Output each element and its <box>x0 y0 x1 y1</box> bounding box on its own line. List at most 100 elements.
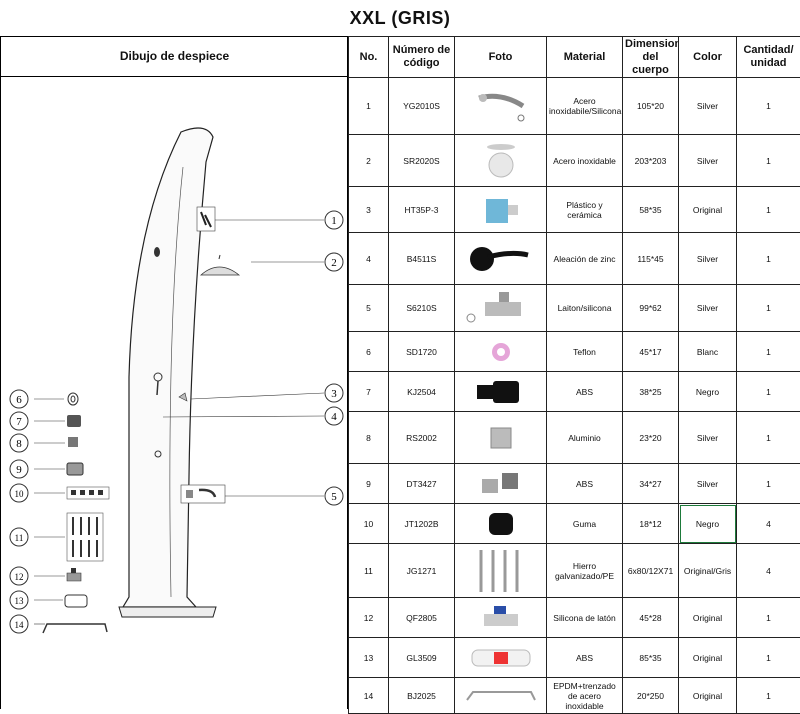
callout-1: 1 <box>325 211 343 229</box>
cell-no: 7 <box>349 372 389 412</box>
cell-material: Aluminio <box>547 412 623 464</box>
cell-color: Silver <box>679 412 737 464</box>
header-color: Color <box>679 37 737 78</box>
cell-color: Silver <box>679 135 737 187</box>
valve-icon <box>457 602 544 634</box>
cell-no: 13 <box>349 638 389 678</box>
cell-quantity: 1 <box>737 332 800 372</box>
caps-icon <box>457 469 544 499</box>
svg-text:8: 8 <box>16 438 22 450</box>
anchor-bolts-icon <box>457 546 544 596</box>
cell-quantity: 4 <box>737 504 800 544</box>
cell-material: Plástico y cerámica <box>547 187 623 233</box>
cell-color: Original/Gris <box>679 544 737 598</box>
callout-7: 7 <box>10 412 28 430</box>
cell-dimensions: 20*250 <box>623 678 679 714</box>
hose-connector-icon <box>457 377 544 407</box>
header-dimensions: Dimensiones del cuerpo <box>623 37 679 78</box>
cell-material: Aleación de zinc <box>547 233 623 285</box>
exploded-view-drawing: 1 2 3 4 5 6 7 8 9 10 11 12 13 14 <box>1 77 348 709</box>
callout-11: 11 <box>10 528 28 546</box>
callout-13: 13 <box>10 591 28 609</box>
cell-no: 11 <box>349 544 389 598</box>
cell-quantity: 1 <box>737 135 800 187</box>
svg-text:13: 13 <box>15 596 25 606</box>
cell-quantity: 1 <box>737 598 800 638</box>
header-no: No. <box>349 37 389 78</box>
cell-no: 14 <box>349 678 389 714</box>
page-title: XXL (GRIS) <box>0 0 800 36</box>
rubber-foot-icon <box>457 507 544 541</box>
cell-color: Original <box>679 598 737 638</box>
cell-no: 2 <box>349 135 389 187</box>
cell-material: Silicona de latón <box>547 598 623 638</box>
cell-code: B4511S <box>389 233 455 285</box>
cell-code: S6210S <box>389 285 455 332</box>
callout-8: 8 <box>10 434 28 452</box>
header-material: Material <box>547 37 623 78</box>
threaded-fitting-icon <box>457 422 544 454</box>
cell-photo <box>455 372 547 412</box>
shower-head-icon <box>457 139 544 183</box>
svg-text:6: 6 <box>16 394 22 406</box>
cell-quantity: 1 <box>737 187 800 233</box>
callout-12: 12 <box>10 567 28 585</box>
cell-color: Silver <box>679 78 737 135</box>
cell-quantity: 1 <box>737 372 800 412</box>
drawing-header: Dibujo de despiece <box>1 36 348 77</box>
cell-color: Negro <box>679 372 737 412</box>
cell-no: 9 <box>349 464 389 504</box>
cell-quantity: 4 <box>737 544 800 598</box>
cell-material: ABS <box>547 638 623 678</box>
callout-2: 2 <box>325 253 343 271</box>
cell-quantity: 1 <box>737 78 800 135</box>
cell-code: YG2010S <box>389 78 455 135</box>
svg-text:10: 10 <box>15 489 25 499</box>
part-7-connector-icon <box>67 415 81 427</box>
cell-photo <box>455 504 547 544</box>
cell-color: Negro <box>679 504 737 544</box>
cell-quantity: 1 <box>737 233 800 285</box>
cell-photo <box>455 412 547 464</box>
cell-quantity: 1 <box>737 285 800 332</box>
cell-dimensions: 38*25 <box>623 372 679 412</box>
cartridge-icon <box>457 191 544 229</box>
svg-text:7: 7 <box>16 416 22 428</box>
cell-dimensions: 85*35 <box>623 638 679 678</box>
cell-photo <box>455 233 547 285</box>
cell-dimensions: 45*28 <box>623 598 679 638</box>
cell-dimensions: 45*17 <box>623 332 679 372</box>
header-quantity: Cantidad/ unidad <box>737 37 800 78</box>
cell-code: BJ2025 <box>389 678 455 714</box>
cell-material: ABS <box>547 372 623 412</box>
cell-dimensions: 115*45 <box>623 233 679 285</box>
table-header-row: No. Número de código Foto Material Dimen… <box>349 37 800 78</box>
cell-code: KJ2504 <box>389 372 455 412</box>
part-8-fitting-icon <box>68 437 78 447</box>
filter-icon <box>457 642 544 674</box>
cell-photo <box>455 678 547 714</box>
callout-4: 4 <box>325 407 343 425</box>
callout-14: 14 <box>10 615 28 633</box>
cell-code: GL3509 <box>389 638 455 678</box>
svg-text:1: 1 <box>331 215 337 227</box>
cell-material: EPDM+trenzado de acero inoxidable <box>547 678 623 714</box>
tap-spout-icon <box>457 288 544 328</box>
cell-photo <box>455 78 547 135</box>
cell-code: SR2020S <box>389 135 455 187</box>
cell-code: JG1271 <box>389 544 455 598</box>
cell-code: RS2002 <box>389 412 455 464</box>
svg-text:11: 11 <box>15 533 24 543</box>
part-12-valve-icon <box>67 568 81 581</box>
svg-text:12: 12 <box>15 572 24 582</box>
callout-9: 9 <box>10 460 28 478</box>
cell-code: DT3427 <box>389 464 455 504</box>
svg-text:14: 14 <box>15 620 25 630</box>
cell-photo <box>455 638 547 678</box>
cell-dimensions: 6x80/12X71 <box>623 544 679 598</box>
